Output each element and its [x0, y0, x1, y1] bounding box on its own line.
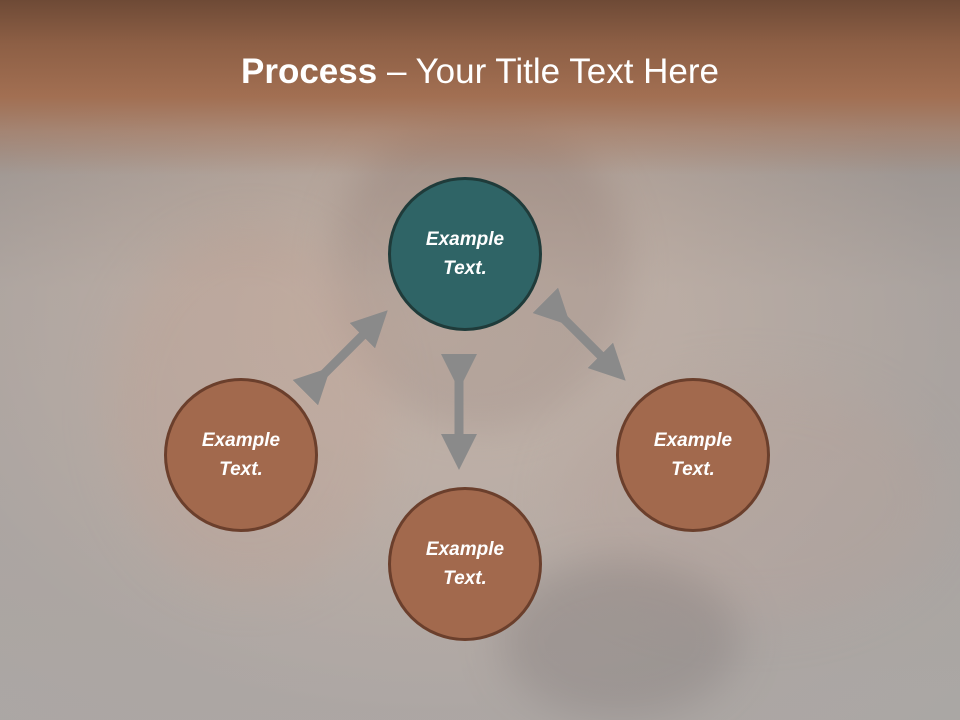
arrow-right-diagonal — [532, 287, 626, 381]
circle-bottom-label: Example Text. — [425, 539, 505, 589]
circle-right[interactable]: Example Text. — [616, 378, 770, 532]
background-figure-lace — [500, 560, 740, 720]
circle-top-label: Example Text. — [425, 229, 505, 279]
arrow-left-diagonal — [292, 310, 388, 406]
circle-left[interactable]: Example Text. — [164, 378, 318, 532]
title-rest: – Your Title Text Here — [377, 52, 719, 91]
page-title: Process – Your Title Text Here — [0, 52, 960, 92]
circle-left-label: Example Text. — [201, 430, 281, 480]
circle-right-label: Example Text. — [653, 430, 733, 480]
title-bold: Process — [241, 52, 378, 91]
circle-top[interactable]: Example Text. — [388, 177, 542, 331]
circle-bottom[interactable]: Example Text. — [388, 487, 542, 641]
title-banner — [0, 0, 960, 175]
